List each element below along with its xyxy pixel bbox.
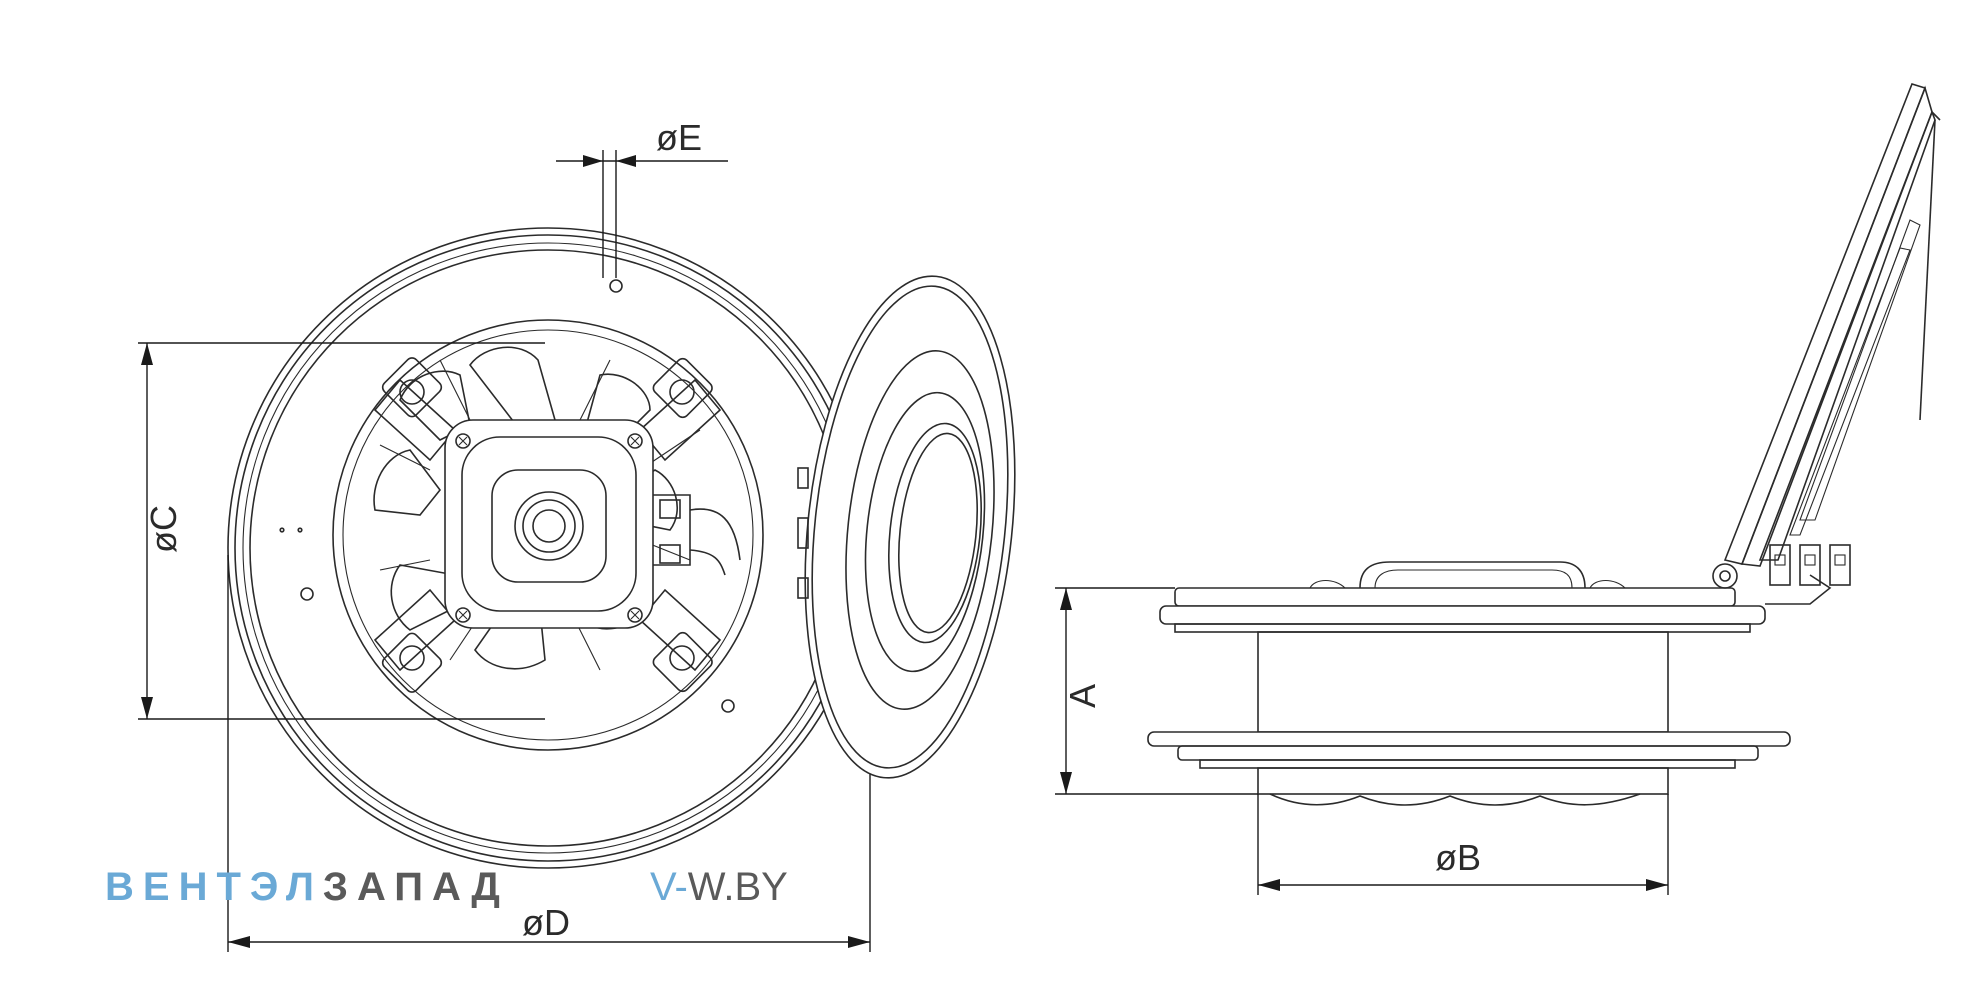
dimension-e-label: øE <box>656 117 702 158</box>
watermark-site-part2: W.BY <box>688 865 788 909</box>
watermark-brand-part2: ЗАПАД <box>323 865 509 909</box>
dimension-a: A <box>1055 587 1258 795</box>
dimension-a-label: A <box>1062 684 1103 708</box>
open-lid <box>1723 83 1941 567</box>
watermark-brand-part1: ВЕНТЭЛ <box>105 865 323 909</box>
dimension-c-label: øC <box>143 505 184 553</box>
dimension-b-label: øB <box>1435 837 1481 878</box>
terminal-blocks <box>1769 544 1851 586</box>
motor-housing <box>444 419 741 629</box>
mounting-hole <box>721 699 735 713</box>
dimension-b: øB <box>1257 794 1669 895</box>
front-view: øE øC øD <box>138 117 871 952</box>
bracket-arms <box>373 357 722 693</box>
mounting-hole <box>609 279 623 293</box>
hinged-cover <box>797 275 1016 779</box>
svg-text:ВЕНТЭЛЗАПАД: ВЕНТЭЛЗАПАД <box>105 865 509 909</box>
screw-icon <box>455 433 471 449</box>
mounting-hole <box>300 587 314 601</box>
watermark-logo: ВЕНТЭЛЗАПАД V-W.BY <box>105 865 788 909</box>
svg-text:V-W.BY: V-W.BY <box>650 865 788 909</box>
side-view: A øB <box>1055 83 1941 895</box>
dimension-c: øC <box>138 342 545 720</box>
screw-icon <box>627 433 643 449</box>
watermark-site-part1: V- <box>650 865 688 909</box>
screw-icon <box>627 607 643 623</box>
dimension-d-label: øD <box>522 902 570 943</box>
screw-icon <box>455 607 471 623</box>
dimension-e: øE <box>556 117 728 278</box>
